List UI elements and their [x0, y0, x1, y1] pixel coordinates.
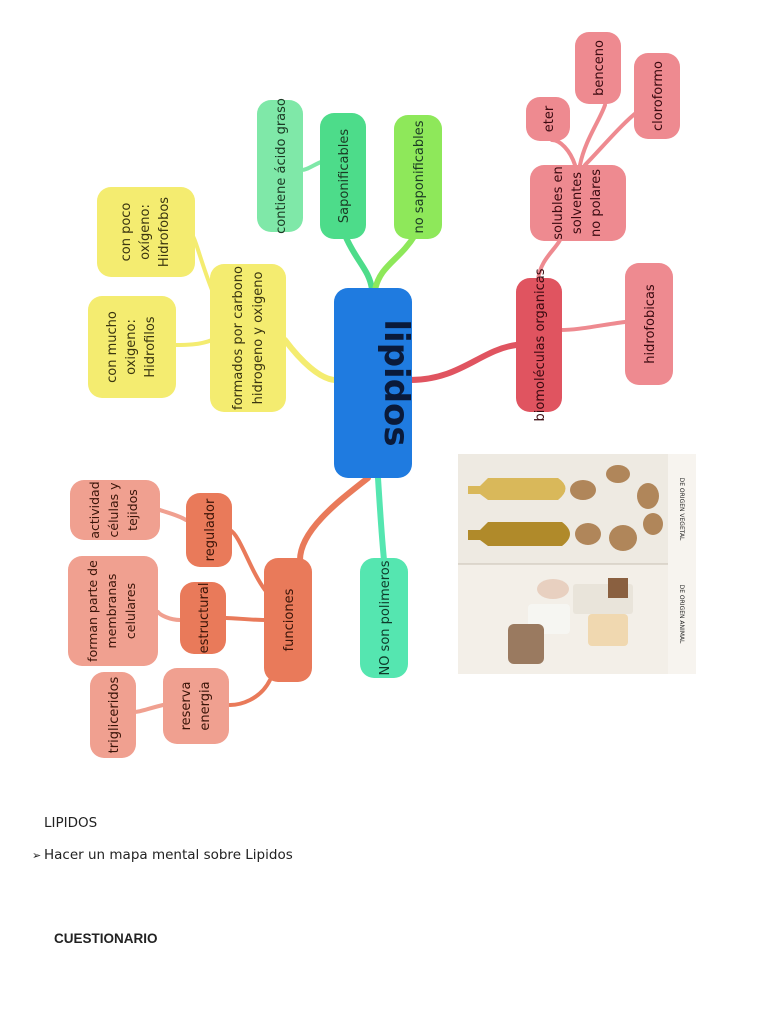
node-poco-oxigeno: con poco oxígeno: Hidrofobos — [97, 187, 195, 277]
svg-text:Hidrofobos: Hidrofobos — [157, 197, 172, 267]
svg-text:celulares: celulares — [123, 583, 138, 639]
svg-text:contiene ácido graso: contiene ácido graso — [274, 98, 289, 234]
svg-text:Hidrofilos: Hidrofilos — [143, 316, 158, 377]
section-heading: LIPIDOS — [44, 815, 98, 831]
svg-text:hidrofobicas: hidrofobicas — [643, 284, 658, 364]
node-contiene-acido-graso: contiene ácido graso — [257, 98, 303, 234]
node-biomoleculas: biomoléculas organicas — [516, 268, 562, 421]
svg-text:formados por carbono: formados por carbono — [231, 266, 246, 410]
svg-text:solventes: solventes — [570, 172, 585, 234]
node-hidrofobicas: hidrofobicas — [625, 263, 673, 385]
node-saponificables: Saponificables — [320, 113, 366, 239]
node-estructural: estructural — [180, 582, 226, 654]
cuestionario-title: CUESTIONARIO — [54, 931, 158, 946]
svg-text:células y: células y — [106, 482, 121, 538]
node-no-polimeros: NO son polimeros — [360, 558, 408, 678]
mind-map: lipidos Saponificables contiene ácido gr… — [68, 32, 680, 758]
node-formados: formados por carbono hidrogeno y oxigeno — [210, 264, 286, 412]
svg-text:tejidos: tejidos — [125, 489, 140, 531]
svg-text:cloroformo: cloroformo — [651, 61, 666, 131]
svg-text:con poco: con poco — [119, 203, 134, 262]
branch-lines — [133, 103, 642, 714]
node-eter: eter — [526, 97, 570, 141]
svg-text:benceno: benceno — [592, 40, 607, 96]
svg-text:actividad: actividad — [87, 481, 102, 538]
node-trigliceridos: trigliceridos — [90, 672, 136, 758]
center-node: lipidos — [334, 288, 416, 478]
svg-text:trigliceridos: trigliceridos — [107, 676, 122, 753]
node-solubles: solubles en solventes no polares — [530, 165, 626, 241]
node-no-saponificables: no saponificables — [394, 115, 442, 239]
svg-text:membranas: membranas — [104, 574, 119, 649]
node-membranas: forman parte de membranas celulares — [68, 556, 158, 666]
svg-text:no saponificables: no saponificables — [412, 120, 427, 233]
svg-text:oxigeno:: oxigeno: — [124, 319, 139, 375]
svg-text:solubles en: solubles en — [551, 166, 566, 240]
svg-text:oxígeno:: oxígeno: — [138, 204, 153, 260]
svg-text:energia: energia — [198, 681, 213, 730]
svg-text:eter: eter — [542, 105, 557, 132]
svg-text:no polares: no polares — [589, 169, 604, 237]
svg-text:reserva: reserva — [179, 682, 194, 731]
svg-text:forman parte de: forman parte de — [85, 560, 100, 662]
lipid-sources-photo: DE ORIGEN VEGETAL DE ORIGEN ANIMAL — [458, 454, 696, 674]
node-actividad: actividad células y tejidos — [70, 480, 160, 540]
task-text: Hacer un mapa mental sobre Lipidos — [44, 847, 293, 863]
center-label: lipidos — [376, 319, 416, 446]
svg-text:estructural: estructural — [197, 583, 212, 654]
svg-text:Saponificables: Saponificables — [337, 129, 352, 223]
node-reserva: reserva energia — [163, 668, 229, 744]
photo-label-animal: DE ORIGEN ANIMAL — [678, 585, 685, 644]
photo-label-vegetal: DE ORIGEN VEGETAL — [678, 478, 685, 541]
svg-text:con mucho: con mucho — [105, 311, 120, 383]
svg-text:funciones: funciones — [282, 588, 297, 651]
node-cloroformo: cloroformo — [634, 53, 680, 139]
bullet-arrow-icon: ➢ — [32, 849, 42, 862]
task-bullet: ➢Hacer un mapa mental sobre Lipidos — [32, 847, 293, 863]
node-mucho-oxigeno: con mucho oxigeno: Hidrofilos — [88, 296, 176, 398]
node-regulador: regulador — [186, 493, 232, 567]
svg-text:NO son polimeros: NO son polimeros — [378, 560, 393, 675]
node-funciones: funciones — [264, 558, 312, 682]
node-benceno: benceno — [575, 32, 621, 104]
svg-text:hidrogeno y oxigeno: hidrogeno y oxigeno — [251, 272, 266, 405]
svg-text:regulador: regulador — [203, 498, 218, 561]
svg-text:biomoléculas organicas: biomoléculas organicas — [533, 268, 548, 421]
